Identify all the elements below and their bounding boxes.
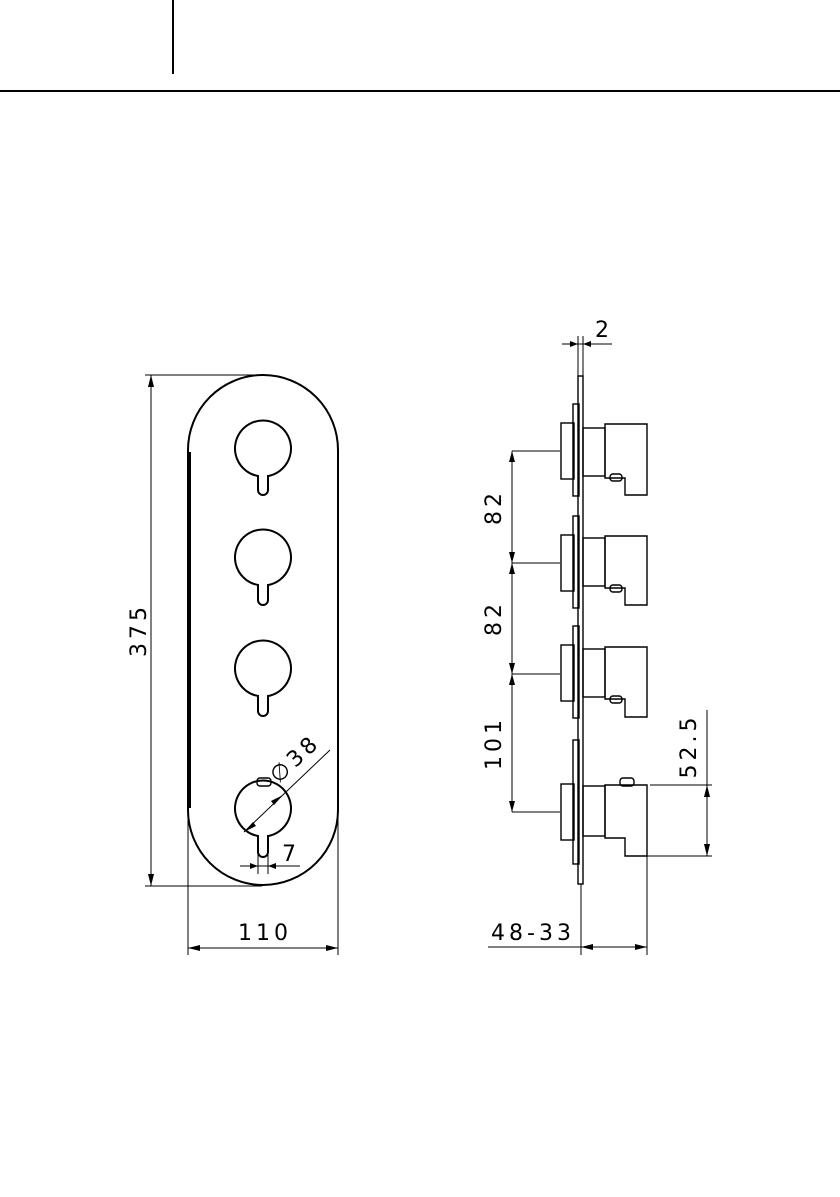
projection-dimension: 48-33 bbox=[488, 856, 647, 955]
opening-1 bbox=[235, 420, 291, 495]
slot-label: 7 bbox=[282, 842, 300, 867]
cover-plate-outline bbox=[188, 375, 338, 885]
side-view: 82 82 101 2 52.5 bbox=[482, 318, 712, 955]
header-frame bbox=[0, 0, 840, 91]
slot-dimension: 7 bbox=[240, 842, 300, 874]
handle-unit-3 bbox=[561, 626, 647, 718]
spacing-dimension: 82 82 101 bbox=[482, 451, 560, 812]
height-label: 375 bbox=[127, 603, 152, 657]
handle-unit-1 bbox=[561, 404, 647, 496]
width-label: 110 bbox=[238, 921, 292, 946]
handle-height-dimension: 52.5 bbox=[640, 710, 712, 856]
spacing-label-1: 82 bbox=[482, 489, 507, 525]
front-view: 375 110 ∅38 7 bbox=[127, 375, 338, 955]
spacing-label-2: 82 bbox=[482, 600, 507, 636]
handle-unit-2 bbox=[561, 516, 647, 608]
handle-unit-4 bbox=[561, 740, 647, 864]
plate-thickness-dimension: 2 bbox=[562, 318, 613, 378]
opening-3 bbox=[235, 640, 291, 716]
opening-2 bbox=[235, 529, 291, 605]
spacing-label-3: 101 bbox=[482, 716, 507, 770]
handle-height-label: 52.5 bbox=[677, 714, 702, 779]
plate-thickness-label: 2 bbox=[595, 318, 613, 343]
height-dimension: 375 bbox=[127, 375, 262, 886]
diameter-label: ∅38 bbox=[265, 730, 325, 789]
width-dimension: 110 bbox=[188, 810, 338, 955]
projection-label: 48-33 bbox=[491, 921, 575, 946]
